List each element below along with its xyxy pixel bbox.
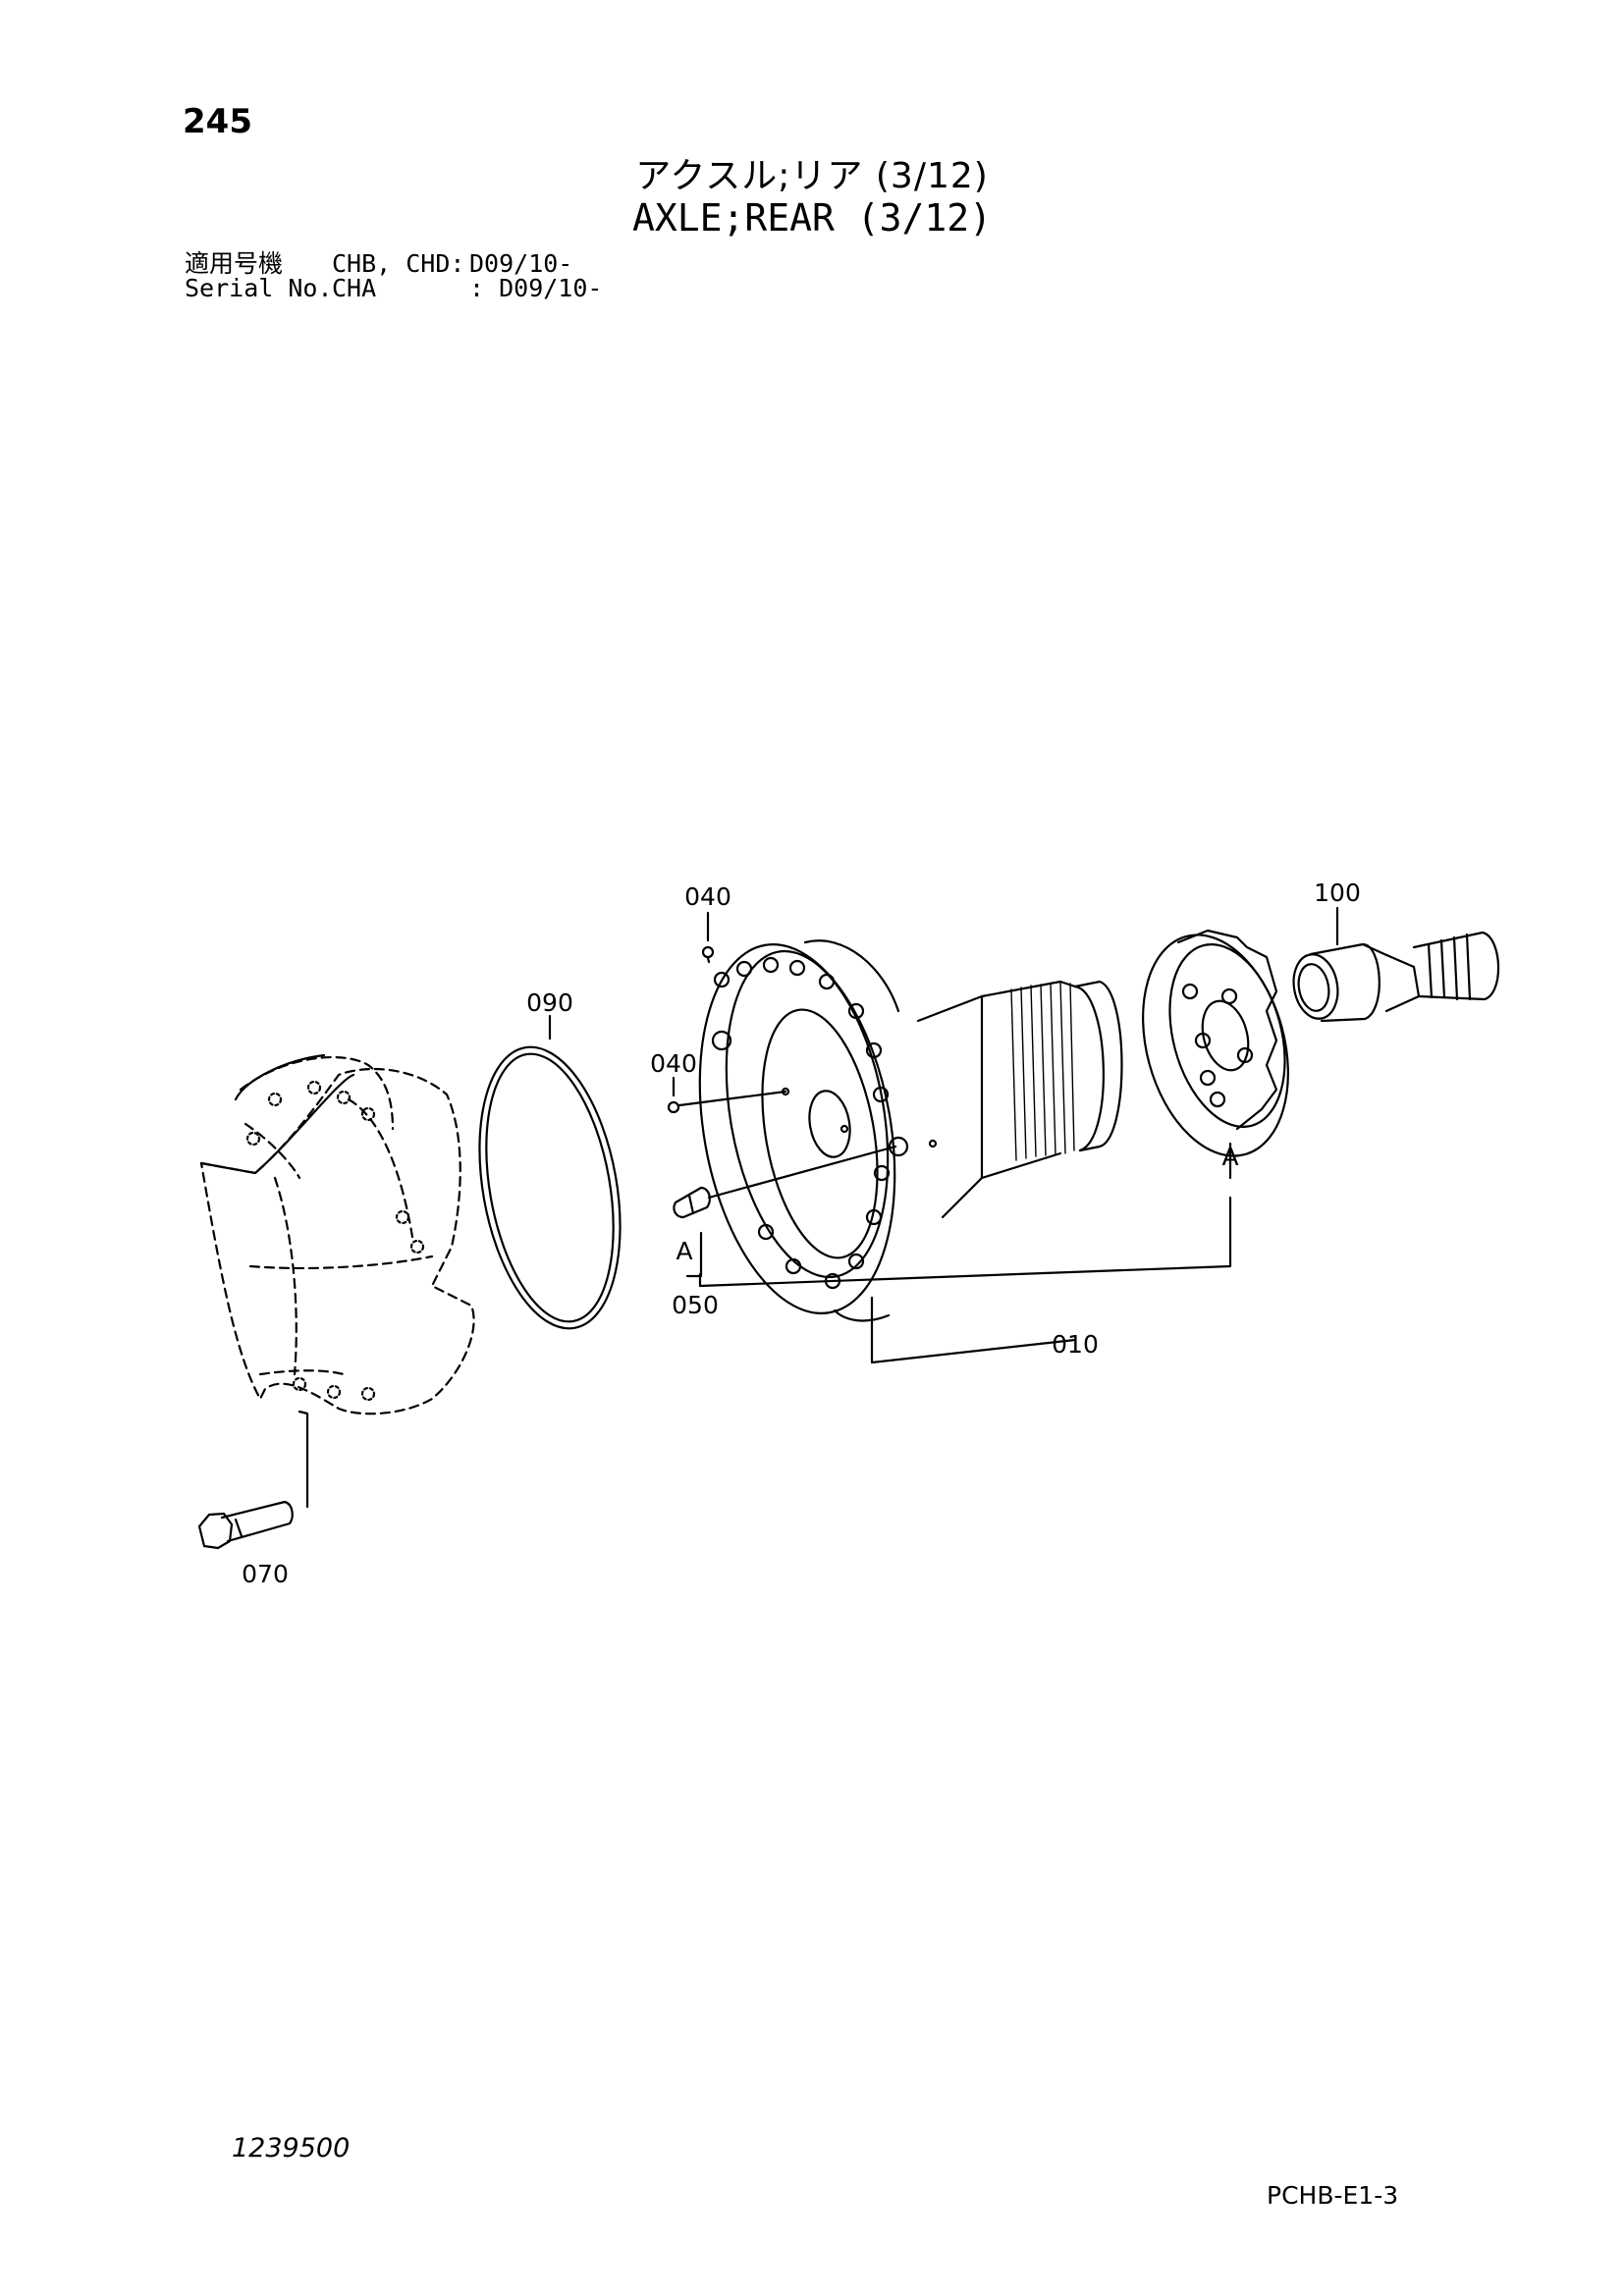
axle-housing-reference bbox=[199, 1056, 475, 1415]
page-title-english: AXLE;REAR (3/12) bbox=[631, 196, 993, 240]
reference-leaders bbox=[698, 1196, 1232, 1364]
drive-shaft-100 bbox=[1292, 906, 1500, 1023]
serial-range-1: D09/10- bbox=[469, 249, 573, 278]
callout-010: 010 bbox=[1052, 1330, 1099, 1359]
serial-models-1: CHB, CHD: bbox=[332, 249, 465, 278]
serial-row-1: 適用号機 CHB, CHD:D09/10- bbox=[185, 251, 572, 276]
reference-a-left: A bbox=[676, 1237, 692, 1265]
page-code: PCHB-E1-3 bbox=[1267, 2181, 1399, 2210]
callout-070: 070 bbox=[242, 1560, 289, 1588]
callout-050: 050 bbox=[672, 1291, 719, 1319]
serial-range-2: : D09/10- bbox=[469, 274, 603, 302]
spindle-010 bbox=[698, 939, 1123, 1322]
serial-label-jp: 適用号機 bbox=[185, 249, 284, 278]
serial-models-2: CHA bbox=[332, 274, 377, 302]
spline-teeth bbox=[1010, 982, 1075, 1161]
plug-040-top bbox=[701, 911, 715, 964]
drawing-number: 1239500 bbox=[232, 2133, 351, 2163]
callout-090: 090 bbox=[526, 988, 573, 1017]
lock-nut-assembly bbox=[1142, 929, 1289, 1180]
axle-housing-outline bbox=[199, 1053, 425, 1402]
serial-row-2: Serial No.CHA : D09/10- bbox=[185, 276, 602, 300]
plug-040-middle bbox=[667, 1076, 787, 1114]
callout-100: 100 bbox=[1314, 879, 1361, 907]
serial-label-en: Serial No. bbox=[185, 274, 333, 302]
o-ring-090 bbox=[478, 1014, 622, 1330]
callout-040-top: 040 bbox=[684, 882, 731, 911]
bolt-070 bbox=[197, 1410, 309, 1550]
reference-a-right: A bbox=[1221, 1143, 1238, 1171]
callout-040-middle: 040 bbox=[650, 1049, 697, 1078]
page-number: 245 bbox=[183, 102, 252, 141]
page-title-japanese: アクスル;リア (3/12) bbox=[635, 156, 989, 196]
